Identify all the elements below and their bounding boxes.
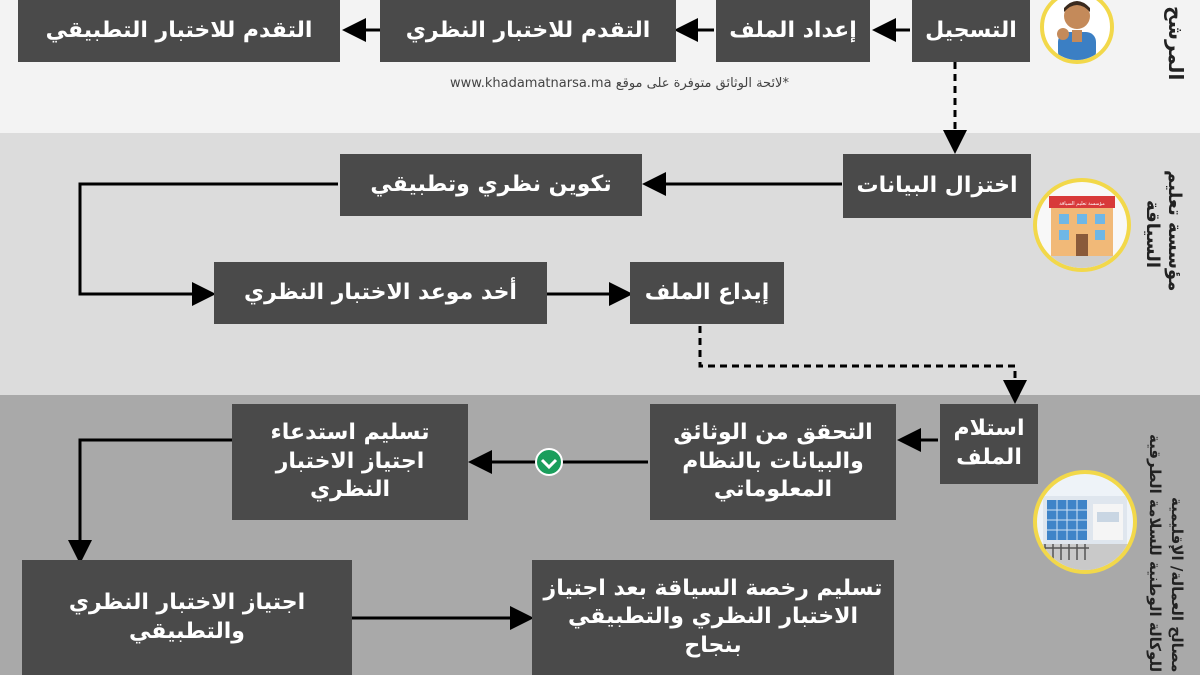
step-practical-exam: التقدم للاختبار التطبيقي [18, 0, 340, 62]
side-label-agency-2: للوكالة الوطنية للسلامة الطرقية [1146, 433, 1164, 672]
step-data-reduction: اختزال البيانات [843, 154, 1031, 218]
step-theory-exam: التقدم للاختبار النظري [380, 0, 676, 62]
school-sign-text: مؤسسة تعليم السياقة [1059, 201, 1105, 207]
arrow-deposit-to-receipt [698, 326, 1027, 404]
step-summons: تسليم استدعاء اجتياز الاختبار النظري [232, 404, 468, 520]
step-driving-license: تسليم رخصة السياقة بعد اجتياز الاختبار ا… [532, 560, 894, 675]
side-label-school-2: السياقة [1142, 200, 1163, 269]
arrow-training-to-appointment [78, 182, 338, 306]
step-file-preparation: إعداد الملف [716, 0, 870, 62]
side-label-school-1: مؤسسة تعليم [1164, 170, 1185, 292]
arrow-summons-to-pass [68, 438, 232, 564]
check-icon [535, 448, 563, 476]
side-label-agency-1: مصالح العمالة/ الإقليمية [1168, 496, 1186, 672]
candidate-avatar [1040, 0, 1114, 64]
agency-building [1033, 470, 1137, 574]
documents-note: *لائحة الوثائق متوفرة على موقع www.khada… [450, 76, 789, 91]
step-file-deposit: إيداع الملف [630, 262, 784, 324]
driving-school-building: مؤسسة تعليم السياقة [1033, 178, 1131, 272]
step-file-receipt: استلام الملف [940, 404, 1038, 484]
side-label-candidate: المرشح [1164, 5, 1188, 80]
step-verification: التحقق من الوثائق والبيانات بالنظام المع… [650, 404, 896, 520]
step-registration: التسجيل [912, 0, 1030, 62]
step-pass-exams: اجتياز الاختبار النظري والتطبيقي [22, 560, 352, 675]
step-training: تكوين نظري وتطبيقي [340, 154, 642, 216]
step-appointment: أخد موعد الاختبار النظري [214, 262, 547, 324]
